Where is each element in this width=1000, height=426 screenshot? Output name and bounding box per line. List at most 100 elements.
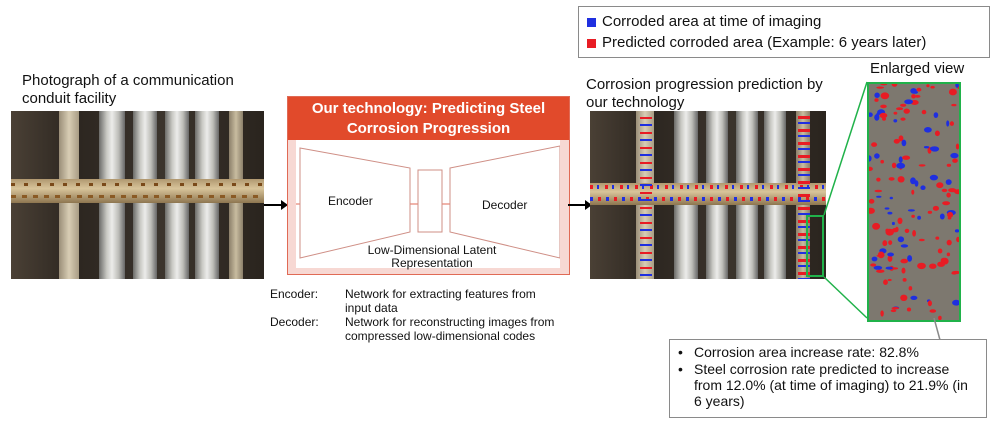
corrosion-speck bbox=[942, 201, 950, 206]
corrosion-speck bbox=[869, 155, 872, 162]
enlarged-view-caption: Enlarged view bbox=[870, 60, 965, 77]
corrosion-speck bbox=[879, 112, 888, 119]
corrosion-speck bbox=[887, 255, 893, 262]
legend-label-current: Corroded area at time of imaging bbox=[602, 13, 822, 30]
latent-shape bbox=[417, 169, 443, 233]
corrosion-speck bbox=[891, 84, 898, 87]
corrosion-speck bbox=[871, 142, 878, 147]
legend-item-predicted: Predicted corroded area (Example: 6 year… bbox=[587, 34, 926, 52]
corrosion-speck bbox=[880, 104, 887, 109]
corrosion-speck bbox=[888, 177, 895, 181]
autoencoder-shapes bbox=[296, 145, 560, 259]
corrosion-speck bbox=[936, 182, 944, 189]
technology-box: Our technology: Predicting Steel Corrosi… bbox=[287, 96, 570, 275]
corrosion-speck bbox=[885, 228, 890, 233]
corrosion-speck bbox=[890, 229, 894, 232]
corrosion-speck bbox=[900, 244, 909, 248]
definition-desc-encoder: Network for extracting features from inp… bbox=[345, 287, 536, 315]
corrosion-speck bbox=[903, 108, 910, 114]
corrosion-speck bbox=[889, 196, 893, 200]
corrosion-speck bbox=[896, 107, 904, 111]
encoder-shape bbox=[299, 147, 411, 259]
corrosion-speck bbox=[906, 307, 912, 312]
corrosion-speck bbox=[946, 192, 951, 198]
corrosion-speck bbox=[904, 99, 913, 105]
input-photo-caption: Photograph of a communication conduit fa… bbox=[22, 72, 234, 107]
enlarged-corrosion-pattern bbox=[869, 84, 959, 320]
corrosion-speck bbox=[869, 166, 873, 171]
corrosion-speck bbox=[888, 240, 893, 246]
corrosion-speck bbox=[871, 256, 878, 262]
corrosion-speck bbox=[887, 252, 894, 257]
corrosion-speck bbox=[937, 261, 945, 267]
results-box: • Corrosion area increase rate: 82.8% • … bbox=[669, 339, 987, 418]
corrosion-speck bbox=[876, 195, 882, 198]
corrosion-speck bbox=[920, 185, 926, 190]
corrosion-speck bbox=[918, 164, 926, 167]
technology-title: Our technology: Predicting Steel Corrosi… bbox=[288, 97, 569, 140]
corrosion-speck bbox=[882, 240, 888, 247]
corrosion-speck bbox=[873, 265, 883, 270]
network-diagram: Encoder Decoder Low-Dimensional Latent R… bbox=[296, 140, 560, 270]
corrosion-speck bbox=[927, 300, 932, 307]
legend-swatch-predicted bbox=[587, 38, 596, 48]
corrosion-speck bbox=[939, 213, 945, 220]
corrosion-speck bbox=[934, 130, 940, 137]
corrosion-speck bbox=[869, 198, 875, 204]
corrosion-speck bbox=[870, 263, 877, 267]
corrosion-speck bbox=[874, 189, 883, 193]
corrosion-speck bbox=[952, 158, 958, 163]
corrosion-speck bbox=[946, 239, 952, 246]
corrosion-speck bbox=[954, 229, 959, 233]
corrosion-speck bbox=[902, 155, 911, 160]
corrosion-speck bbox=[949, 121, 954, 126]
corrosion-speck bbox=[883, 279, 888, 285]
corrosion-speck bbox=[897, 176, 905, 183]
corrosion-speck bbox=[910, 295, 918, 300]
corrosion-speck bbox=[910, 177, 916, 185]
corrosion-speck bbox=[877, 251, 885, 259]
input-photograph bbox=[11, 111, 264, 279]
corrosion-speck bbox=[923, 146, 930, 149]
corrosion-speck bbox=[935, 236, 940, 240]
bullet: • bbox=[678, 361, 683, 377]
definition-desc-decoder: Network for reconstructing images from c… bbox=[345, 315, 555, 343]
corrosion-speck bbox=[900, 258, 908, 264]
corrosion-speck bbox=[880, 92, 890, 100]
corrosion-speck bbox=[904, 228, 910, 233]
corrosion-speck bbox=[918, 238, 925, 242]
corrosion-speck bbox=[900, 294, 908, 301]
corrosion-speck bbox=[897, 236, 905, 243]
corrosion-speck bbox=[891, 221, 895, 226]
corrosion-speck bbox=[887, 278, 892, 282]
corrosion-speck bbox=[916, 87, 922, 92]
corrosion-speck bbox=[937, 248, 943, 254]
legend-item-current: Corroded area at time of imaging bbox=[587, 13, 821, 31]
corrosion-speck bbox=[929, 309, 937, 313]
corrosion-speck bbox=[876, 86, 885, 89]
corrosion-speck bbox=[876, 177, 881, 182]
arrow-to-tech bbox=[264, 200, 288, 210]
corrosion-speck bbox=[908, 286, 913, 291]
corrosion-speck bbox=[927, 210, 933, 214]
corrosion-speck bbox=[898, 156, 903, 163]
corrosion-speck bbox=[891, 162, 897, 169]
corrosion-speck bbox=[893, 138, 900, 144]
corrosion-speck bbox=[930, 85, 935, 89]
corrosion-speck bbox=[869, 207, 875, 214]
output-photo-caption: Corrosion progression prediction by our … bbox=[586, 76, 823, 111]
corrosion-speck bbox=[887, 211, 893, 215]
corrosion-speck bbox=[872, 222, 881, 230]
legend: Corroded area at time of imaging Predict… bbox=[578, 6, 990, 58]
corrosion-speck bbox=[900, 103, 907, 107]
enlarged-view bbox=[867, 82, 961, 322]
corrosion-speck bbox=[941, 188, 948, 193]
corrosion-speck bbox=[914, 95, 921, 98]
info-pointer-line bbox=[933, 318, 941, 341]
definition-term-encoder: Encoder: bbox=[270, 287, 319, 301]
decoder-label: Decoder bbox=[482, 198, 528, 212]
corrosion-speck bbox=[884, 207, 890, 210]
corrosion-speck bbox=[880, 84, 888, 86]
corrosion-speck bbox=[956, 236, 959, 243]
corrosion-speck bbox=[874, 153, 880, 159]
